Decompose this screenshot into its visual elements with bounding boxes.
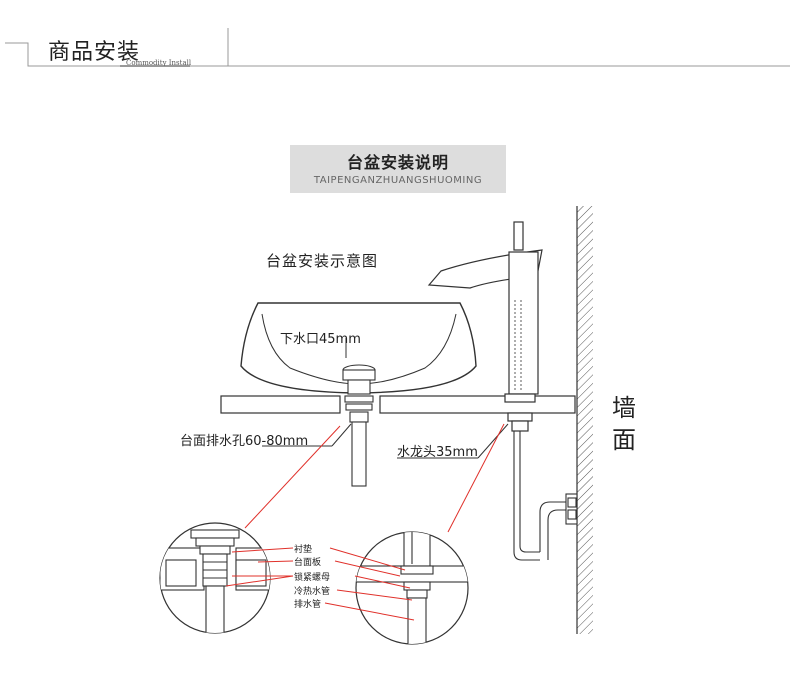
label-leaders: [262, 338, 509, 459]
part-label-water-pipes: 冷热水管: [294, 587, 331, 597]
page-title: 商品安装: [48, 40, 141, 65]
part-label-lock-nut: 锁紧螺母: [294, 573, 331, 583]
faucet: [427, 221, 543, 432]
wall-label-bottom: 面: [612, 426, 636, 454]
drain-outlet-label: 下水口45mm: [280, 332, 361, 347]
wall: [576, 206, 593, 634]
detail-circle-faucet: [355, 531, 469, 645]
banner-subtitle: TAIPENGANZHUANGSHUOMING: [313, 175, 483, 186]
detail-circle-drain: [159, 522, 271, 634]
wall-label-top: 墙: [612, 394, 636, 422]
diagram-title: 台盆安装示意图: [266, 252, 379, 270]
pop-up-drain: [342, 364, 376, 487]
banner-title: 台盆安装说明: [346, 153, 449, 172]
part-label-countertop: 台面板: [294, 558, 322, 568]
faucet-label: 水龙头35mm: [397, 445, 478, 460]
page-subtitle: Commodity Install: [126, 59, 192, 67]
counter-hole-label: 台面排水孔60-80mm: [180, 434, 309, 449]
callout-lines: [225, 423, 505, 621]
part-label-drain-pipe: 排水管: [294, 600, 322, 610]
supply-pipes: [513, 431, 578, 561]
part-label-gasket: 衬垫: [294, 545, 313, 555]
countertop: [220, 395, 576, 414]
section-banner: 台盆安装说明 TAIPENGANZHUANGSHUOMING: [290, 145, 506, 193]
header-rule: [5, 28, 790, 67]
